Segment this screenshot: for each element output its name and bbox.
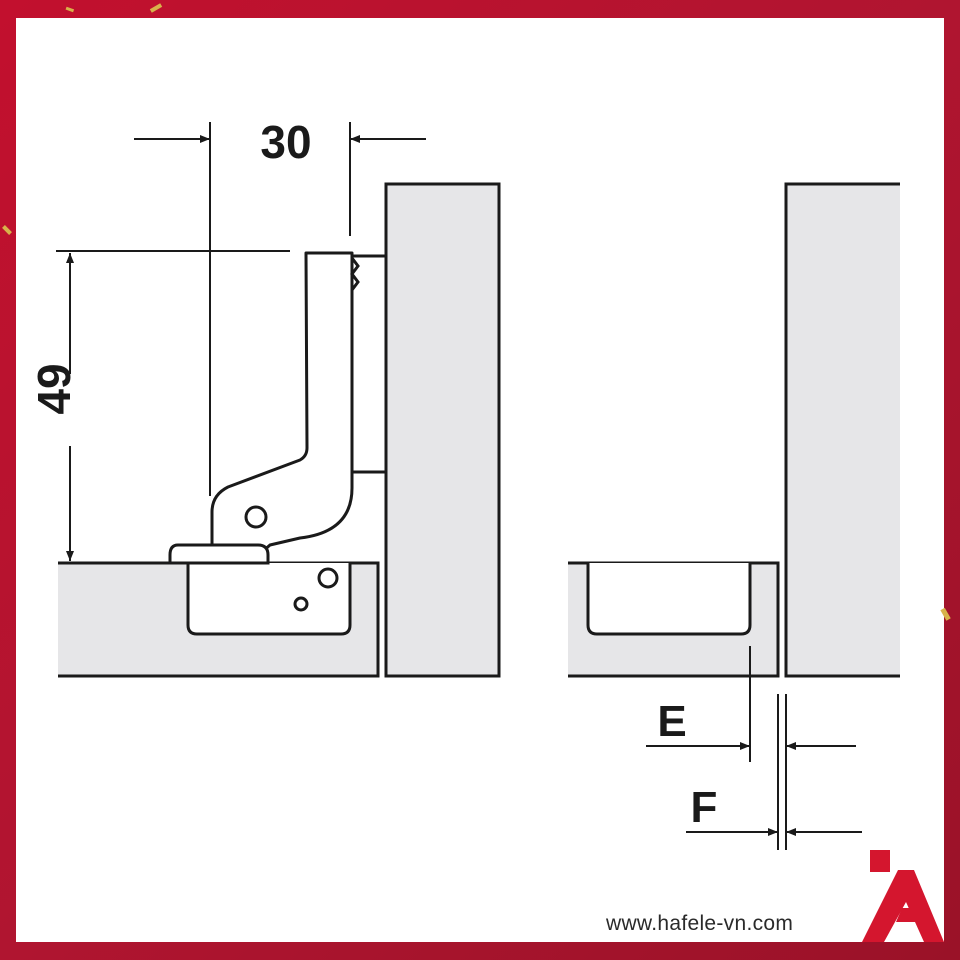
mounting-plate (350, 254, 388, 474)
dim-f-label: F (691, 783, 718, 832)
cup-screw-hole-large (317, 567, 339, 589)
drill-recess-right (586, 563, 752, 636)
hinge-arm (210, 251, 354, 554)
website-watermark: www.hafele-vn.com (606, 912, 794, 935)
cup-screw-hole-small (293, 596, 309, 612)
cabinet-side-right (784, 182, 900, 678)
dim-30-label: 30 (260, 116, 311, 168)
hinge-cup-flange (168, 543, 270, 565)
dim-49-label: 49 (28, 363, 80, 414)
dim-e-label: E (657, 697, 686, 746)
gold-confetti-icon (2, 3, 951, 621)
cabinet-side-left (384, 182, 501, 678)
hinge-pivot-icon (244, 505, 268, 529)
arm-adjust-notch (350, 257, 360, 291)
hafele-logo-icon (862, 850, 944, 942)
hinge-cup-recess (186, 563, 352, 636)
